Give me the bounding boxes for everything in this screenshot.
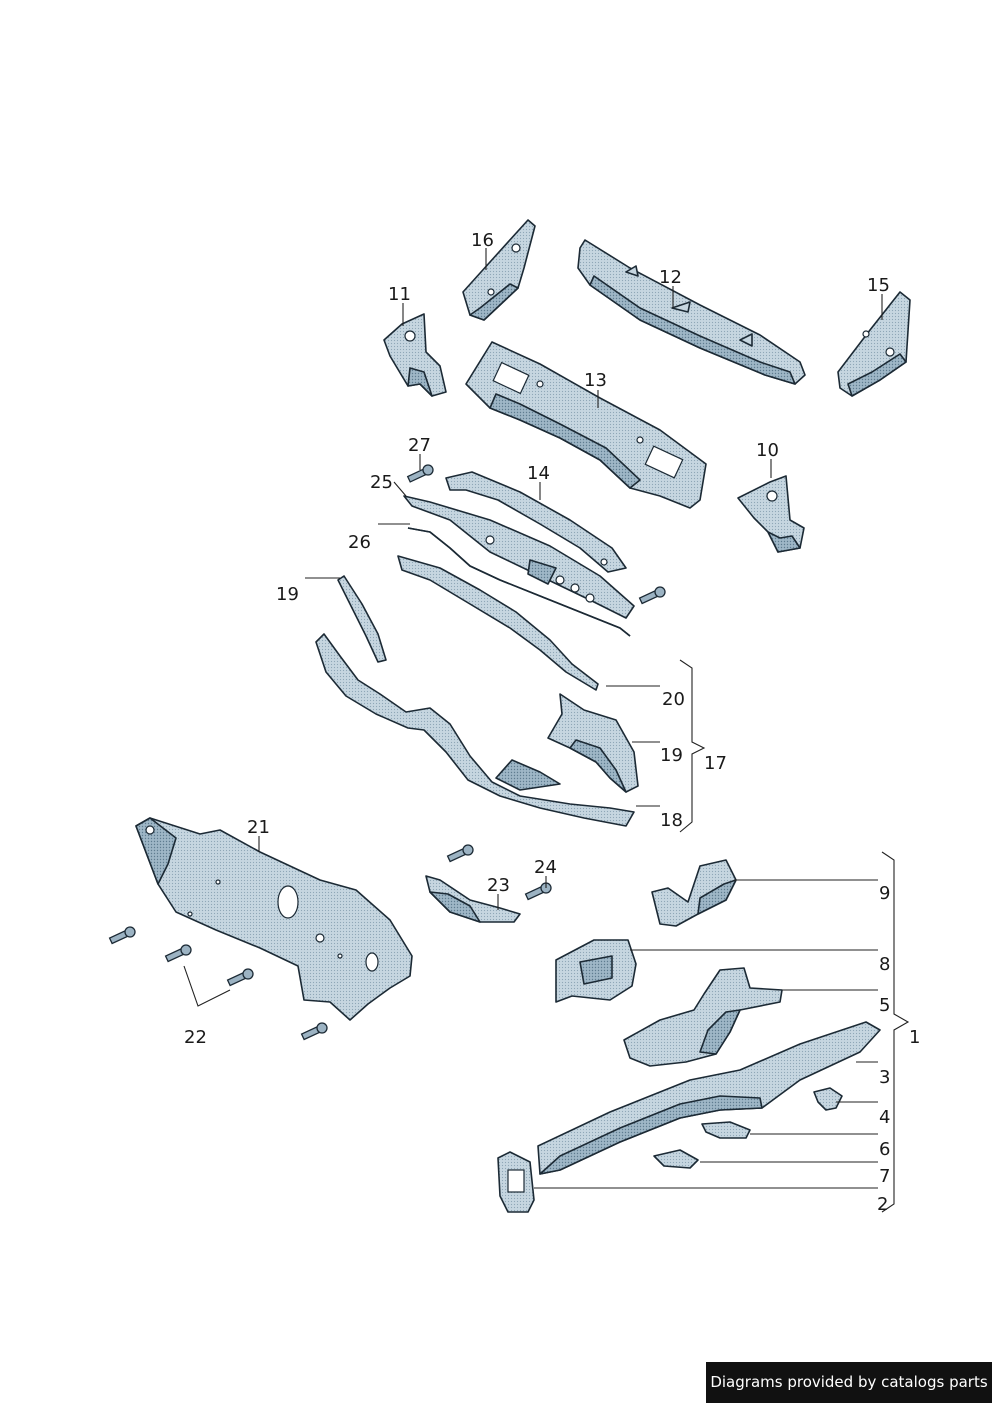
leader-lines [183, 248, 910, 1213]
callout-16: 16 [471, 230, 494, 251]
callout-18: 18 [660, 810, 683, 831]
part-5-member [623, 967, 783, 1067]
callout-9: 9 [879, 883, 890, 904]
callout-7: 7 [879, 1166, 890, 1187]
part-19-upper-rail [337, 575, 387, 663]
part-23-bracket [425, 875, 521, 923]
callout-22: 22 [184, 1027, 207, 1048]
callout-13: 13 [584, 370, 607, 391]
callout-11: 11 [388, 284, 411, 305]
part-14-strip [445, 471, 627, 573]
callout-1: 1 [909, 1027, 920, 1048]
callout-15: 15 [867, 275, 890, 296]
callout-12: 12 [659, 267, 682, 288]
part-6-bracket [701, 1121, 751, 1139]
part-25-panel [403, 495, 635, 619]
callout-3: 3 [879, 1067, 890, 1088]
callout-25: 25 [370, 472, 393, 493]
callout-26: 26 [348, 532, 371, 553]
callout-6: 6 [879, 1139, 890, 1160]
callout-8: 8 [879, 954, 890, 975]
bolt-24 [524, 882, 552, 901]
callout-2: 2 [877, 1194, 888, 1215]
part-10-bracket [737, 475, 805, 553]
callout-27: 27 [408, 435, 431, 456]
part-12-cross-member [577, 239, 806, 385]
callout-23: 23 [487, 875, 510, 896]
callout-4: 4 [879, 1107, 890, 1128]
callout-21: 21 [247, 817, 270, 838]
part-21-bulkhead [135, 817, 413, 1021]
bolt-near-25 [638, 586, 666, 605]
bolt-22-d [300, 1022, 328, 1041]
callout-10: 10 [756, 440, 779, 461]
credit-banner: Diagrams provided by catalogs parts [706, 1362, 992, 1403]
part-11-bracket [383, 313, 447, 397]
callout-20: 20 [662, 689, 685, 710]
bolt-23 [446, 844, 474, 863]
callout-19-lower: 19 [660, 745, 683, 766]
callout-5: 5 [879, 995, 890, 1016]
callout-19-upper: 19 [276, 584, 299, 605]
part-7-bracket [653, 1149, 699, 1169]
part-9-bracket [651, 859, 737, 927]
bolt-22-a [108, 926, 136, 945]
bolt-22-c [226, 968, 254, 987]
callout-24: 24 [534, 857, 557, 878]
bolt-27 [406, 464, 434, 483]
part-19-wheel-arch [547, 693, 639, 793]
part-15-bracket [837, 291, 911, 397]
bolt-22-b [164, 944, 192, 963]
part-16-bracket [462, 219, 536, 321]
part-13-plenum-panel [465, 341, 707, 509]
part-8-mount [555, 939, 637, 1003]
part-18-reinforcement [315, 633, 635, 827]
part-3-main-rail [537, 1021, 881, 1175]
part-2-end-plate [497, 1151, 535, 1213]
callout-labels: 16 12 15 11 13 10 27 14 25 26 19 20 19 1… [184, 230, 920, 1215]
callout-17: 17 [704, 753, 727, 774]
part-4-clip [813, 1087, 843, 1111]
part-26-seal [407, 527, 631, 637]
callout-14: 14 [527, 463, 550, 484]
part-20-strip [397, 555, 599, 691]
